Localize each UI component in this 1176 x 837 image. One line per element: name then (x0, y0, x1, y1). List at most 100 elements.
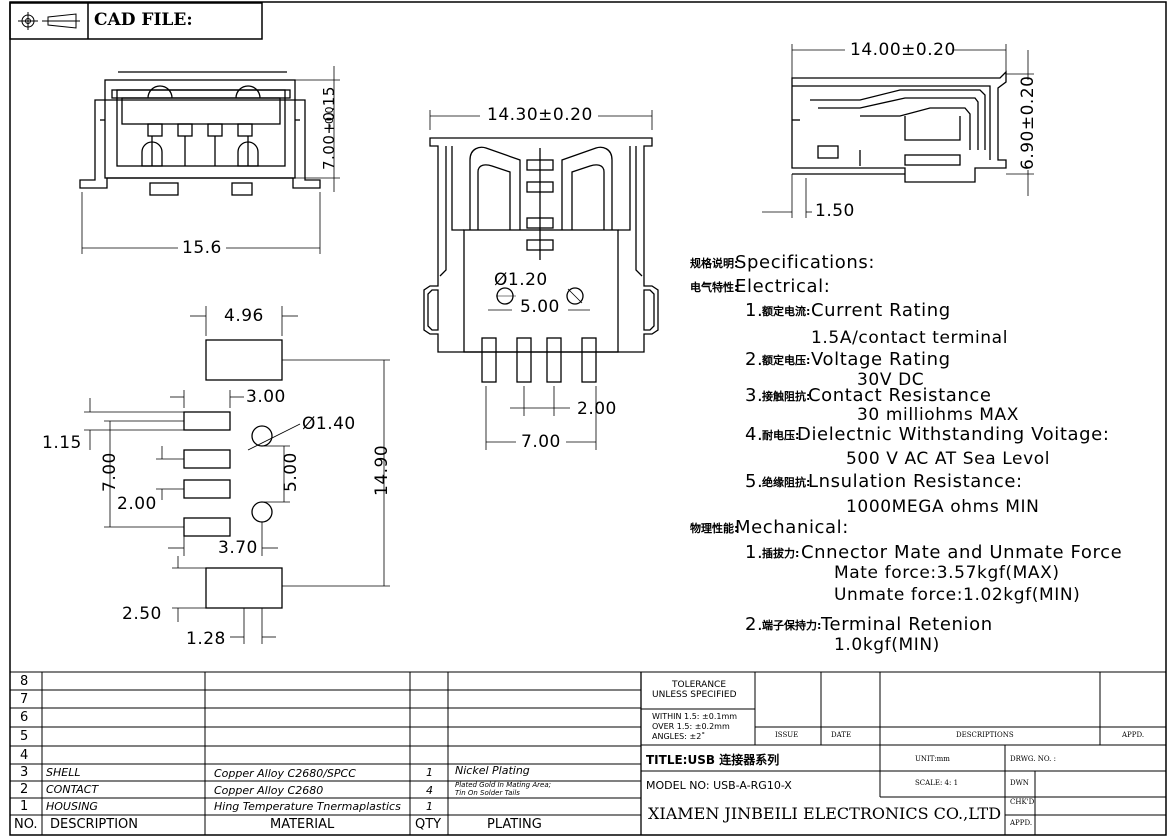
dim-hole-pitch: 5.00 (281, 452, 301, 492)
spec-mech-cn: 插拔力: (762, 547, 800, 560)
within-label: WITHIN 1.5: ±0.1mm (652, 712, 738, 721)
spec-item-cn: 额定电流: (762, 305, 811, 318)
spec-item-num: 5. (745, 471, 764, 492)
spec-mech-cn: 端子保持力: (762, 619, 822, 632)
spec-item-label: Voltage Rating (811, 349, 951, 370)
dim-bottom-w: 1.28 (186, 629, 226, 649)
bom-row-no: 7 (20, 692, 29, 707)
spec-item-cn: 额定电压: (762, 354, 811, 367)
spec-mech-value: Unmate force:1.02kgf(MIN) (834, 585, 1081, 605)
bom-row-qty: 1 (426, 800, 433, 813)
bom-row-plating-2: Tin On Solder Tails (455, 789, 520, 797)
spec-item-cn: 接触阻抗: (762, 390, 811, 403)
spec-mech-label: Cnnector Mate and Unmate Force (801, 542, 1123, 563)
bom-row-no: 2 (20, 782, 29, 797)
spec-item-label: Dielectnic Withstanding Voitage: (797, 424, 1110, 445)
right-view (762, 44, 1034, 218)
bom-row-plating: Plated Gold In Mating Area; (455, 781, 551, 789)
dim-hole-dia: Ø1.40 (302, 414, 356, 434)
spec-item-value: 30 milliohms MAX (857, 405, 1020, 425)
chkd-label: CHK'D (1010, 798, 1035, 806)
dim-pad-width: 4.96 (224, 306, 264, 326)
dim-pad-span: 7.00 (100, 452, 120, 492)
drwg-no-label: DRWG. NO. : (1010, 755, 1056, 763)
dwn-label: DWN (1010, 779, 1029, 787)
bom-row-no: 5 (20, 729, 29, 744)
spec-item-num: 4. (745, 424, 764, 445)
bom-row-no: 8 (20, 674, 29, 689)
spec-item-label: Current Rating (811, 300, 951, 321)
dim-right-width: 14.00±0.20 (850, 40, 956, 60)
bom-row-plating: Nickel Plating (455, 764, 530, 777)
cad-file-label: CAD FILE: (94, 10, 193, 30)
bom-row-desc: SHELL (46, 766, 81, 779)
over-label: OVER 1.5: ±0.2mm (652, 722, 730, 731)
company-name: XIAMEN JINBEILI ELECTRONICS CO.,LTD (648, 804, 1002, 823)
scale-label: SCALE: 4: 1 (915, 779, 959, 787)
spec-mech-num: 2. (745, 614, 764, 635)
spec-item-cn: 绝缘阻抗: (762, 476, 811, 489)
spec-item-value: 30V DC (857, 370, 925, 390)
bom-row-desc: HOUSING (46, 800, 98, 813)
spec-mech-num: 1. (745, 542, 764, 563)
dim-top-width: 14.30±0.20 (487, 105, 593, 125)
bom-row-qty: 4 (426, 784, 433, 797)
bom-row-material: Copper Alloy C2680/SPCC (214, 767, 356, 780)
dim-pad-h: 1.15 (42, 433, 82, 453)
spec-mech-value: Mate force:3.57kgf(MAX) (834, 563, 1060, 583)
projection-symbol-icon (18, 12, 80, 30)
spec-item-num: 1. (745, 300, 764, 321)
bom-row-no: 1 (20, 799, 29, 814)
spec-item-value: 500 V AC AT Sea Levol (846, 449, 1051, 469)
bom-header-qty: QTY (415, 817, 442, 832)
spec-item-num: 2. (745, 349, 764, 370)
dim-side-height-tol: -0.0 (323, 106, 336, 128)
bom-row-no: 3 (20, 765, 29, 780)
dim-pad-pitch: 2.00 (117, 494, 157, 514)
dim-bottom-h: 2.50 (122, 604, 162, 624)
descriptions-label: DESCRIPTIONS (956, 731, 1014, 739)
bom-row-no: 6 (20, 710, 29, 725)
side-view (79, 66, 340, 254)
spec-item-num: 3. (745, 385, 764, 406)
appd-label: APPD. (1122, 731, 1145, 739)
dim-side-height-value: 7.00+0.15 (320, 86, 338, 170)
bom-header-no: NO. (14, 817, 38, 832)
model-number: MODEL NO: USB-A-RG10-X (646, 779, 792, 792)
bom-table-grid (10, 671, 1166, 835)
bom-header-material: MATERIAL (270, 817, 335, 832)
bom-row-no: 4 (20, 748, 29, 763)
dim-tail-span: 7.00 (521, 432, 561, 452)
dim-side-height: 7.00+0.15 (320, 86, 338, 170)
dim-right-offset: 1.50 (815, 201, 855, 221)
dim-tail-pitch: 2.00 (577, 399, 617, 419)
unless-label: UNLESS SPECIFIED (652, 690, 737, 700)
header-box (9, 2, 263, 40)
dim-pad-x: 3.00 (246, 387, 286, 407)
unit-label: UNIT:mm (915, 755, 950, 763)
issue-label: ISSUE (775, 731, 799, 739)
dim-pad-off: 3.70 (218, 538, 258, 558)
bom-header-plating: PLATING (487, 817, 542, 832)
spec-electrical: Electrical: (735, 276, 831, 297)
dim-right-height: 6.90±0.20 (1018, 75, 1038, 170)
spec-title: Specifications: (735, 252, 876, 273)
spec-item-value: 1000MEGA ohms MIN (846, 497, 1040, 517)
spec-mechanical-cn: 物理性能: (690, 522, 739, 535)
drawing-title: TITLE:USB 连接器系列 (646, 753, 780, 767)
bom-row-material: Hing Temperature Tnermaplastics (214, 800, 401, 813)
spec-item-label: Lnsulation Resistance: (808, 471, 1023, 492)
spec-electrical-cn: 电气特性: (690, 281, 739, 294)
spec-mech-value: 1.0kgf(MIN) (834, 635, 940, 655)
dim-pin-hole-pitch: 5.00 (520, 297, 560, 317)
pcb-layout (84, 306, 390, 644)
tolerance-label: TOLERANCE (672, 680, 727, 690)
top-view (423, 110, 659, 450)
bom-header-desc: DESCRIPTION (50, 817, 138, 832)
appd2-label: APPD. (1010, 819, 1033, 827)
spec-mechanical: Mechanical: (735, 517, 849, 538)
spec-item-label: Contact Resistance (808, 385, 992, 406)
spec-item-value: 1.5A/contact terminal (811, 328, 1009, 348)
angles-label: ANGLES: ±2˚ (652, 732, 706, 741)
